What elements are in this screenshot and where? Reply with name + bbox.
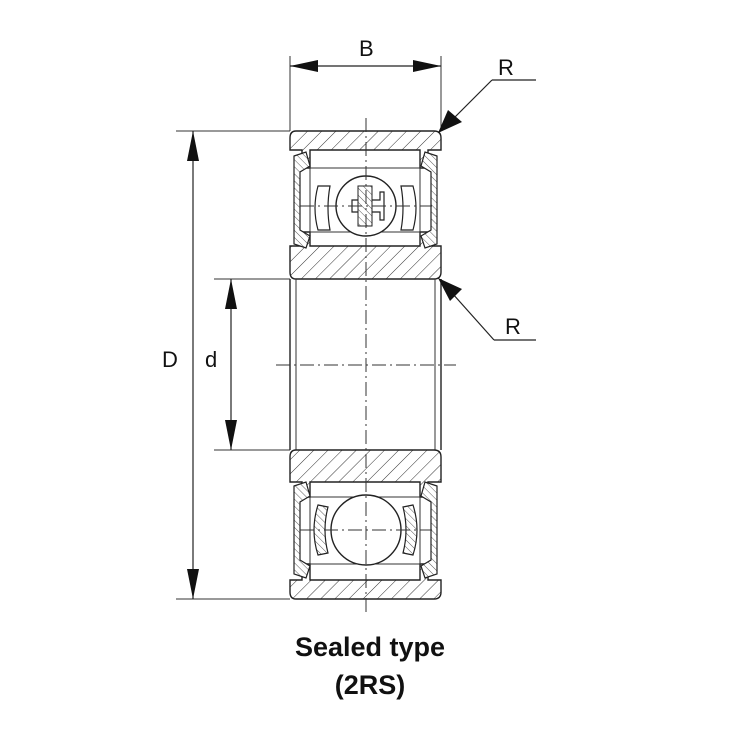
dimension-d-label: D <box>162 347 178 372</box>
dimension-b: B <box>289 36 442 131</box>
dimension-b-label: B <box>359 36 374 61</box>
radius-bottom-label: R <box>505 314 521 339</box>
upper-cage-right <box>400 185 417 231</box>
dimension-bore: d <box>205 278 290 451</box>
upper-right-seal <box>420 151 438 249</box>
upper-left-seal <box>293 151 311 249</box>
dimension-d: D <box>162 130 290 600</box>
upper-cage <box>314 185 331 231</box>
radius-top-label: R <box>498 55 514 80</box>
upper-inner-ring <box>289 231 442 280</box>
radius-top: R <box>438 55 536 133</box>
radius-bottom: R <box>438 278 536 341</box>
dimension-bore-label: d <box>205 347 217 372</box>
caption-title: Sealed type <box>295 632 445 662</box>
caption-subtitle: (2RS) <box>335 670 406 700</box>
lower-left-seal <box>293 481 311 579</box>
lower-right-seal <box>420 481 438 579</box>
lower-cage-left <box>313 504 329 556</box>
upper-section <box>289 130 442 280</box>
